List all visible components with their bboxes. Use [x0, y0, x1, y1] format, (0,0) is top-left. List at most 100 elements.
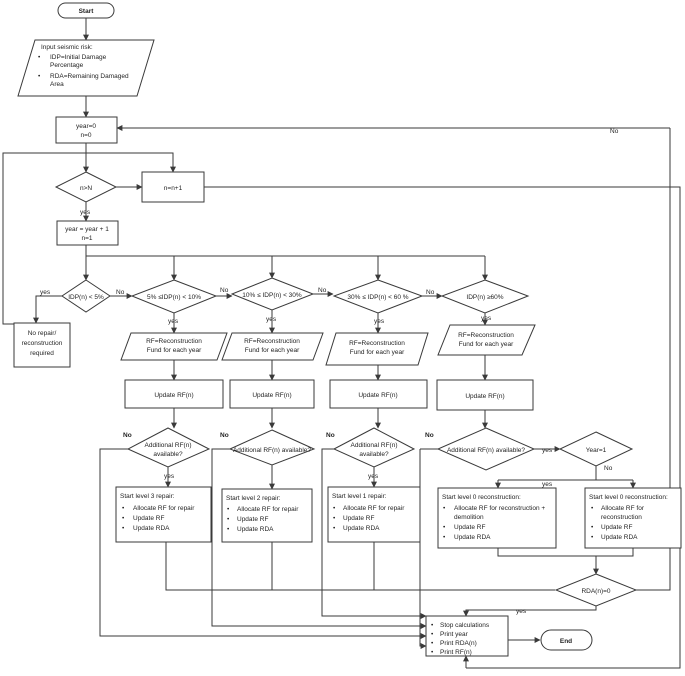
svg-text:Allocate RF for repair: Allocate RF for repair: [133, 505, 195, 512]
svg-text:Update RDA: Update RDA: [237, 526, 274, 533]
svg-text:available?: available?: [153, 451, 183, 458]
svg-text:Stop calculations: Stop calculations: [440, 622, 490, 629]
repair-level1-box: Start level 1 repair: •Allocate RF for r…: [327, 486, 421, 543]
svg-text:•: •: [227, 526, 230, 533]
svg-text:Update RF: Update RF: [454, 524, 485, 531]
svg-text:No: No: [220, 432, 229, 439]
svg-text:Update RF: Update RF: [343, 515, 374, 522]
svg-text:reconstruction: reconstruction: [22, 340, 63, 347]
svg-text:yes: yes: [542, 481, 553, 488]
svg-text:Percentage: Percentage: [50, 62, 84, 69]
svg-text:n=1: n=1: [81, 235, 92, 242]
decision-idp-30-60: 30% ≤ IDP(n) < 60 %: [332, 279, 424, 314]
svg-text:No: No: [426, 289, 435, 296]
svg-text:yes: yes: [368, 473, 379, 480]
svg-text:Update RF(n): Update RF(n): [154, 392, 193, 399]
svg-text:•: •: [591, 505, 594, 512]
svg-text:•: •: [431, 649, 434, 656]
svg-text:Area: Area: [50, 81, 64, 88]
svg-text:Update RF: Update RF: [601, 524, 632, 531]
update-rf-level0: Update RF(n): [436, 379, 534, 411]
decision-idp-gte-60: IDP(n) ≥60%: [440, 279, 530, 314]
svg-text:RF=Reconstruction: RF=Reconstruction: [146, 338, 202, 345]
additional-rf-level2: Additional RF(n) available?: [228, 429, 316, 466]
year-increment-box: year = year + 1 n=1: [56, 220, 119, 246]
svg-text:No: No: [610, 128, 619, 135]
svg-text:IDP(n) < 5%: IDP(n) < 5%: [68, 294, 104, 301]
reconstruction-a-box: Start level 0 reconstruction: •Allocate …: [437, 487, 557, 549]
svg-text:n>N: n>N: [80, 185, 92, 192]
svg-text:•: •: [122, 515, 125, 522]
svg-text:available?: available?: [359, 451, 389, 458]
svg-text:yes: yes: [516, 608, 527, 615]
svg-text:•: •: [333, 505, 336, 512]
svg-text:yes: yes: [168, 318, 179, 325]
svg-text:Fund for each year: Fund for each year: [147, 347, 202, 354]
svg-text:Update RF: Update RF: [237, 516, 268, 523]
svg-text:RF=Reconstruction: RF=Reconstruction: [244, 338, 300, 345]
init-box: year=0 n=0: [55, 116, 118, 144]
svg-text:RDA(n)=0: RDA(n)=0: [581, 588, 610, 595]
svg-text:Update RDA: Update RDA: [133, 525, 170, 532]
svg-text:No: No: [318, 287, 327, 294]
rf-level2: RF=Reconstruction Fund for each year: [221, 332, 324, 361]
additional-rf-level1: Additional RF(n) available?: [332, 427, 416, 468]
svg-text:No: No: [116, 289, 125, 296]
svg-text:yes: yes: [266, 316, 277, 323]
svg-text:•: •: [38, 54, 41, 61]
svg-text:year=0: year=0: [76, 123, 96, 130]
svg-text:•: •: [227, 516, 230, 523]
svg-text:RDA=Remaining Damaged: RDA=Remaining Damaged: [50, 73, 129, 80]
svg-text:year = year + 1: year = year + 1: [65, 226, 109, 233]
svg-text:•: •: [431, 640, 434, 647]
update-rf-level3: Update RF(n): [124, 379, 224, 409]
svg-text:Update RDA: Update RDA: [343, 525, 380, 532]
repair-level2-box: Start level 2 repair: • Allocate RF for r…: [221, 488, 313, 543]
decision-idp-lt-5: IDP(n) < 5%: [61, 279, 111, 313]
svg-text:Start level 2 repair:: Start level 2 repair:: [226, 495, 281, 502]
svg-text:Additional RF(n): Additional RF(n): [351, 442, 398, 449]
repair-level3-box: Start level 3 repair: •Allocate RF for r…: [115, 486, 212, 543]
decision-idp-5-10: 5% ≤IDP(n) < 10%: [130, 279, 218, 314]
start-node: Start: [57, 2, 115, 19]
update-rf-level1: Update RF(n): [329, 379, 428, 409]
decision-idp-10-30: 10% ≤ IDP(n) < 30%: [230, 277, 315, 311]
svg-text:yes: yes: [164, 473, 175, 480]
svg-text:Update RF(n): Update RF(n): [252, 392, 291, 399]
connectors: [2, 18, 681, 669]
svg-text:yes: yes: [374, 318, 385, 325]
svg-text:Fund for each year: Fund for each year: [350, 349, 405, 356]
svg-text:Start level 0 reconstruction:: Start level 0 reconstruction:: [442, 494, 521, 501]
svg-text:Update RDA: Update RDA: [601, 534, 638, 541]
svg-text:End: End: [560, 638, 572, 645]
svg-text:Additional RF(n) available?: Additional RF(n) available?: [233, 447, 311, 454]
svg-text:•: •: [122, 525, 125, 532]
svg-text:•: •: [591, 534, 594, 541]
svg-text:IDP=Initial Damage: IDP=Initial Damage: [50, 54, 107, 61]
rda-zero-decision: RDA(n)=0: [554, 573, 638, 607]
svg-text:10% ≤ IDP(n) < 30%: 10% ≤ IDP(n) < 30%: [242, 292, 302, 299]
svg-text:•: •: [38, 73, 41, 80]
svg-text:30% ≤ IDP(n) < 60 %: 30% ≤ IDP(n) < 60 %: [347, 294, 408, 301]
svg-text:RF=Reconstruction: RF=Reconstruction: [458, 332, 514, 339]
svg-text:Update RF: Update RF: [133, 515, 164, 522]
svg-text:•: •: [227, 506, 230, 513]
svg-text:n=0: n=0: [80, 132, 91, 139]
svg-text:•: •: [443, 534, 446, 541]
edge-labels: yes yes No No No No yes yes yes yes No N…: [40, 128, 619, 615]
svg-text:•: •: [333, 515, 336, 522]
reconstruction-b-box: Start level 0 reconstruction: •Allocate …: [584, 487, 682, 549]
input-parallelogram: Input seismic risk: • IDP=Initial Damage…: [17, 39, 155, 97]
svg-text:•: •: [333, 525, 336, 532]
svg-text:Allocate RF for repair: Allocate RF for repair: [343, 505, 405, 512]
svg-text:demolition: demolition: [454, 514, 484, 521]
svg-text:•: •: [431, 631, 434, 638]
stop-box: •Stop calculations •Print year •Print RD…: [425, 615, 509, 657]
svg-text:Additional RF(n): Additional RF(n): [145, 442, 192, 449]
svg-text:Update RF(n): Update RF(n): [465, 393, 504, 400]
svg-text:Allocate RF for: Allocate RF for: [601, 505, 645, 512]
additional-rf-level0: Additional RF(n) available?: [436, 427, 536, 471]
svg-text:IDP(n) ≥60%: IDP(n) ≥60%: [466, 294, 503, 301]
svg-text:Additional RF(n) available?: Additional RF(n) available?: [447, 447, 525, 454]
svg-text:Allocate RF for repair: Allocate RF for repair: [237, 506, 299, 513]
